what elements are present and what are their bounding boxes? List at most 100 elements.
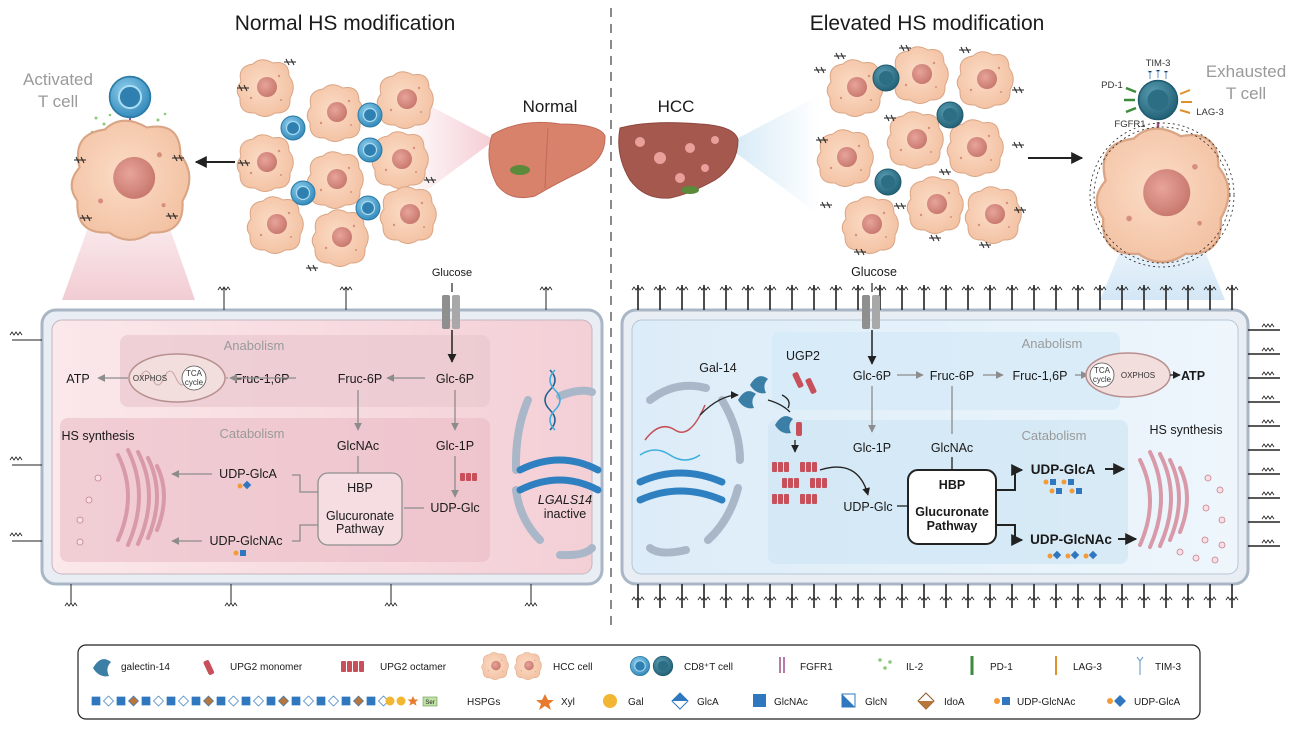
right-top-scene: HCC Exhausted T cell [618,44,1286,300]
right-cell-panel: Anabolism Catabolism Glucose Glc-6P Fruc… [620,265,1280,608]
exhausted-t-cell-label-2: T cell [1226,84,1266,103]
hspg-glyph [631,584,645,608]
legend-hspgs: HSPGs [467,697,500,708]
right-tca-2: cycle [1093,375,1112,384]
left-glc6p: Glc-6P [436,372,474,386]
hspg-glyph [741,584,755,608]
right-fruc16p: Fruc-1,6P [1013,369,1068,383]
ugp2-octamer [800,494,817,504]
legend-udp-glcnac-icon [994,697,1010,705]
right-galectin-14 [738,376,768,409]
legend-glcn-icon [841,693,856,708]
normal-liver-icon [488,121,606,199]
left-inactive: inactive [544,507,586,521]
activated-t-cell-label-2: T cell [38,92,78,111]
hspg-residue [91,696,101,706]
hspg-residue [153,695,164,707]
right-nucleus [646,381,744,557]
right-udp-glcnac: UDP-GlcNAc [1030,532,1112,547]
right-ugp2: UGP2 [786,349,820,363]
ugp2-octamer [782,478,799,488]
hspg-glyph [1248,467,1280,475]
hspg-glyph [895,584,909,608]
left-golgi [116,448,166,547]
receptor-lag3: LAG-3 [1196,107,1223,118]
legend-idoa-icon [917,692,935,710]
legend-ugp2-monomer: UPG2 monomer [230,662,303,673]
left-golgi-vesicles [76,474,102,546]
hspg-glyph [829,584,843,608]
right-anabolism-label: Anabolism [1022,336,1083,351]
hspg-glyph [1005,285,1019,310]
left-udp-glca: UDP-GlcA [219,467,277,481]
hspg-residue [166,696,176,706]
legend-udp-glca-icon [1107,695,1126,707]
legend-fgfr1-icon [779,657,785,673]
hspg-glyph [917,584,931,608]
legend-il-2-icon [878,658,892,670]
right-pathway-1: Glucuronate [915,505,989,519]
right-glucose-transporter [862,295,880,329]
legend-cd8-t-cell: CD8⁺T cell [684,662,733,673]
hspg-residue [103,695,114,707]
hspg-glyph [983,285,997,310]
hspg-glyph [675,285,689,310]
right-atp: ATP [1181,369,1205,383]
right-hs-synthesis: HS synthesis [1150,423,1223,437]
hspg-residue [141,696,151,706]
right-golgi-vesicles [1176,474,1226,564]
hspg-residue [328,695,339,707]
hspg-glyph [697,584,711,608]
right-udp-glca: UDP-GlcA [1031,462,1096,477]
hspg-glyph [653,285,667,310]
right-golgi [1138,450,1189,549]
left-anabolism-label: Anabolism [224,338,285,353]
hspg-xyl [407,696,419,706]
legend-tim-3: TIM-3 [1155,662,1182,673]
hspg-glyph [961,285,975,310]
hspg-glyph [1027,584,1041,608]
hspg-glyph [961,584,975,608]
hspg-glyph [983,584,997,608]
right-udp-glca-glyphs [1043,479,1082,494]
right-glc6p: Glc-6P [853,369,891,383]
right-gal14-ugp2-complex [775,416,802,436]
hspg-glyph [1093,285,1107,310]
exhausted-tumor-cell [1095,127,1230,264]
lag-3-receptors [1179,89,1192,114]
hspg-glyph [1181,285,1195,310]
left-glc1p: Glc-1P [436,439,474,453]
left-udp-glcnac-glyph [233,550,246,556]
left-glucose-label: Glucose [432,267,472,279]
hspg-residue [341,696,351,706]
hspg-glyph [895,285,909,310]
dense-hs-coat [1089,122,1235,268]
left-pathway-2: Pathway [336,522,385,536]
hspg-glyph [675,584,689,608]
left-pathway-1: Glucuronate [326,509,394,523]
hspg-glyph [1159,584,1173,608]
hspg-glyph [763,584,777,608]
right-gal14: Gal-14 [699,361,737,375]
legend-lag-3: LAG-3 [1073,662,1102,673]
left-oxphos: OXPHOS [133,374,167,383]
left-chromosome [516,369,602,494]
ugp2-octamer [772,462,789,472]
left-glcnac: GlcNAc [337,439,379,453]
left-tca-2: cycle [185,378,204,387]
hspg-glyph [1248,443,1280,451]
ugp2-octamer [772,494,789,504]
right-udp-glcnac-glyphs [1047,550,1098,560]
hspg-glyph [1137,584,1151,608]
hspg-glyph [1049,584,1063,608]
hspg-glyph [1071,584,1085,608]
hspg-glyph [807,584,821,608]
hspg-residue [228,695,239,707]
right-glcnac: GlcNAc [931,441,973,455]
left-udp-glca-glyph [237,480,252,490]
hspg-residue [291,696,301,706]
legend-udp-glca: UDP-GlcA [1134,697,1180,708]
legend-hspg-chain-icon [91,695,419,707]
legend-xyl-icon [536,694,554,710]
